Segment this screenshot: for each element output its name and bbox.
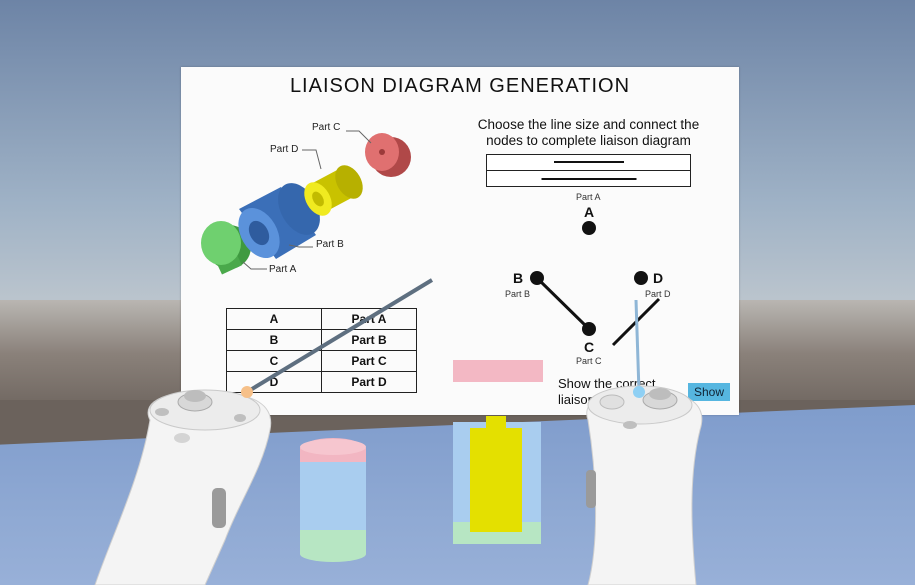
node-a-letter: A	[584, 204, 595, 220]
label-part-d: Part D	[270, 144, 299, 155]
instruction-line-1: Choose the line size and connect the	[477, 117, 700, 132]
show-button[interactable]: Show	[688, 383, 730, 401]
label-part-c: Part C	[312, 122, 341, 133]
node-c-letter: C	[584, 339, 595, 355]
node-a-sublabel: Part A	[576, 192, 601, 202]
line-size-thick-option[interactable]	[486, 170, 691, 187]
instruction-line-2: nodes to complete liaison diagram	[486, 133, 691, 148]
thin-line-sample	[553, 161, 624, 163]
label-part-a: Part A	[269, 264, 297, 275]
instruction-text: Choose the line size and connect the nod…	[451, 117, 726, 149]
right-laser-pointer	[634, 299, 641, 393]
pink-part-preview	[453, 360, 543, 382]
node-c-sublabel: Part C	[576, 356, 602, 366]
node-d-letter: D	[653, 270, 664, 286]
label-part-b: Part B	[316, 239, 344, 250]
node-d-sublabel: Part D	[645, 289, 671, 299]
table-row: C Part C	[226, 350, 417, 372]
board-title: LIAISON DIAGRAM GENERATION	[289, 75, 631, 97]
thick-line-sample	[541, 178, 636, 180]
table-cell-part: Part D	[321, 371, 417, 393]
vr-controller-right-icon	[586, 385, 703, 585]
part-a-3d	[201, 221, 251, 275]
left-laser-pointer	[245, 278, 434, 394]
vr-controller-left-icon	[94, 386, 272, 585]
node-a[interactable]	[582, 221, 596, 235]
cutaway-assembly	[453, 416, 541, 544]
node-d[interactable]	[634, 271, 648, 285]
node-b-sublabel: Part B	[505, 289, 531, 299]
instruction-board: LIAISON DIAGRAM GENERATION	[181, 67, 739, 415]
table-cell-part: Part C	[321, 350, 417, 372]
part-d-3d	[304, 165, 363, 216]
assembled-cylinder	[300, 438, 366, 562]
exploded-assembly	[201, 130, 411, 275]
node-b-letter: B	[513, 270, 524, 286]
part-c-3d	[365, 133, 411, 177]
